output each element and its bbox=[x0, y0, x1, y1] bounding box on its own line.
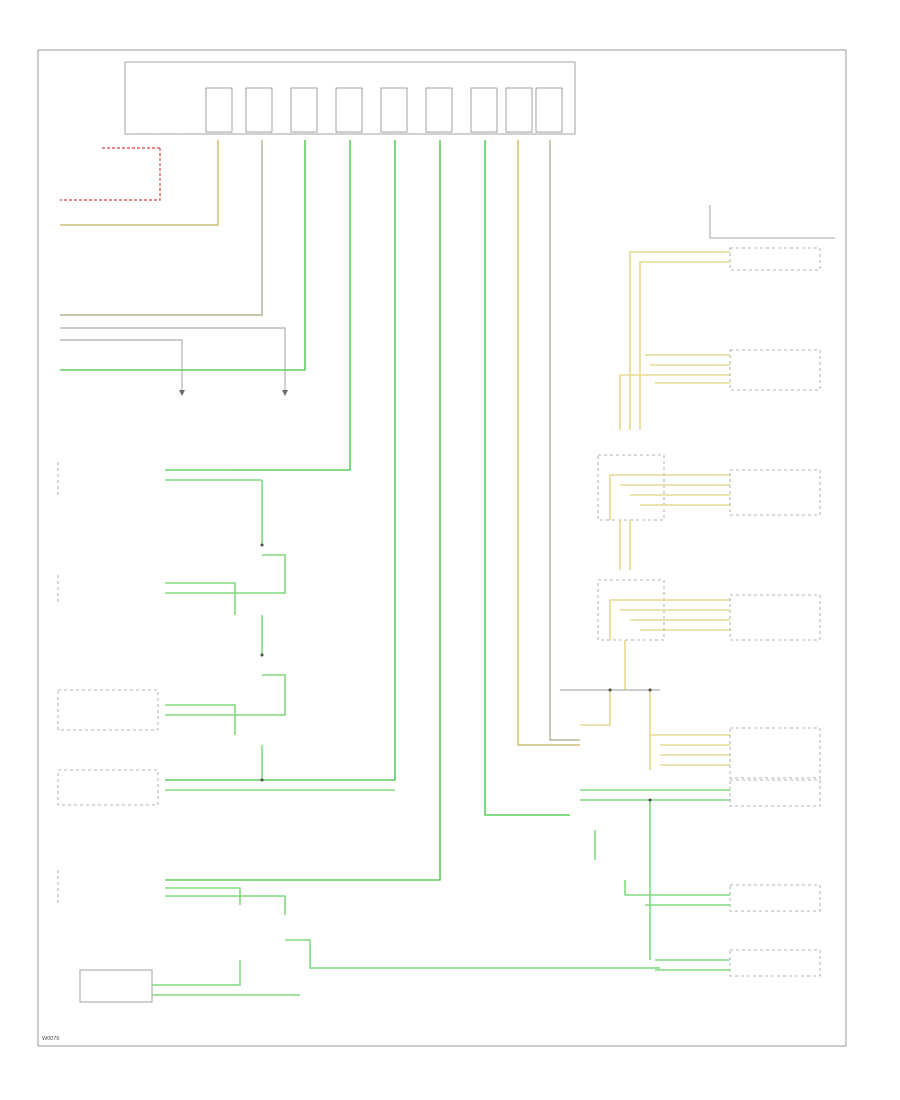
footer-code: W0076 bbox=[42, 1036, 59, 1042]
left-modules bbox=[57, 462, 660, 1003]
can-bus-wires bbox=[165, 140, 580, 881]
power-ground-block bbox=[60, 140, 306, 396]
diagram-frame bbox=[37, 49, 847, 1047]
splice-points bbox=[260, 543, 652, 802]
connector-pins bbox=[205, 87, 563, 133]
right-modules bbox=[560, 205, 835, 977]
data-link-connector-block bbox=[124, 61, 576, 135]
